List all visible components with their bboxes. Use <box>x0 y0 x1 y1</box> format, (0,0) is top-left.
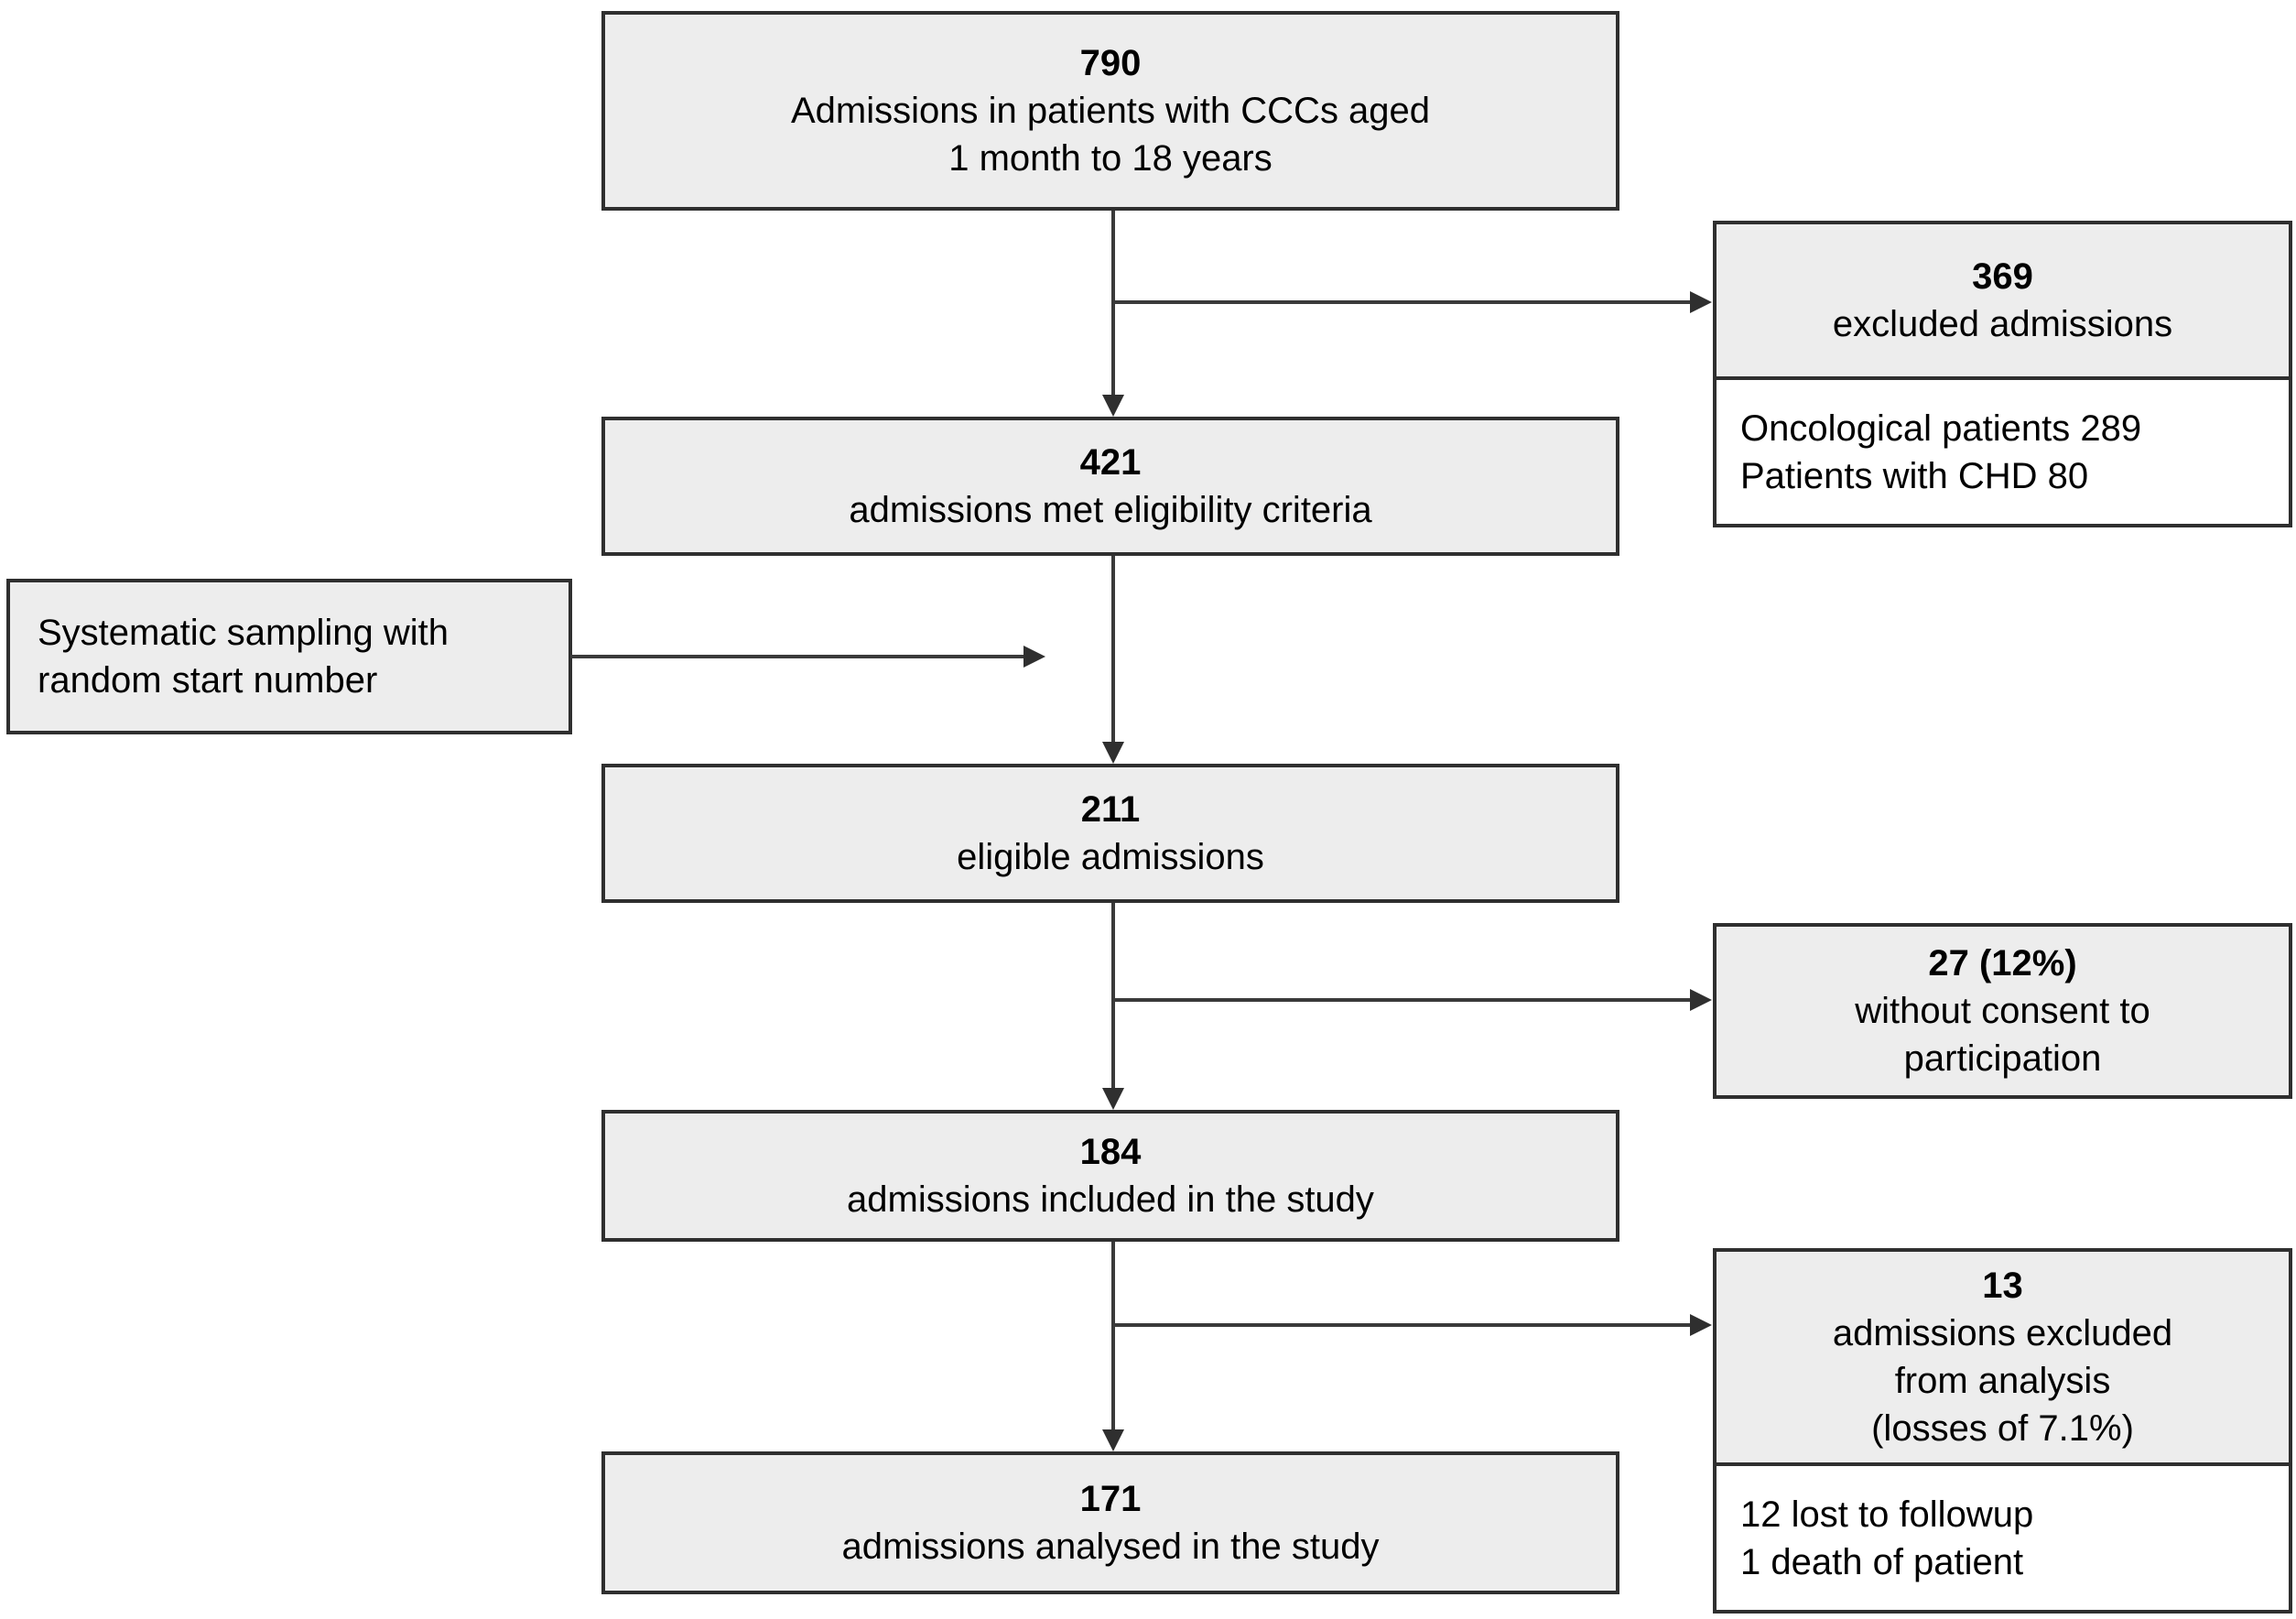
exclusion-box-369-head: 369 excluded admissions <box>1717 224 2289 380</box>
exclusion-box-369-line-1: excluded admissions <box>1832 304 2173 344</box>
exclusion-box-13-head: 13 admissions excluded from analysis (lo… <box>1717 1252 2289 1466</box>
note-box-line-1: Systematic sampling with <box>38 613 449 653</box>
exclusion-box-27-number: 27 (12%) <box>1928 943 2077 983</box>
note-box-systematic-sampling: Systematic sampling with random start nu… <box>6 579 572 734</box>
exclusion-box-27: 27 (12%) without consent to participatio… <box>1713 923 2292 1099</box>
exclusion-box-13: 13 admissions excluded from analysis (lo… <box>1713 1248 2292 1614</box>
connector-211-to-184-line <box>1111 903 1115 1089</box>
connector-184-to-171-line <box>1111 1242 1115 1430</box>
flow-box-790-number: 790 <box>1079 43 1142 83</box>
connector-421-to-211-line <box>1111 556 1115 743</box>
flow-box-171-number: 171 <box>1079 1479 1142 1519</box>
exclusion-box-13-line-3: (losses of 7.1%) <box>1871 1408 2134 1449</box>
flow-box-171-line-1: admissions analysed in the study <box>841 1527 1380 1567</box>
exclusion-box-27-line-1: without consent to <box>1855 991 2150 1031</box>
flow-box-790-admissions: 790 Admissions in patients with CCCs age… <box>601 11 1619 211</box>
exclusion-box-13-detail-1: 12 lost to followup <box>1740 1494 2034 1535</box>
flow-box-421-number: 421 <box>1079 442 1142 483</box>
flow-box-421-line-1: admissions met eligibility criteria <box>849 490 1372 530</box>
connector-branch-13-arrowhead <box>1690 1314 1712 1336</box>
flow-box-421-eligibility: 421 admissions met eligibility criteria <box>601 417 1619 556</box>
connector-790-to-421-arrowhead <box>1102 395 1124 417</box>
connector-211-to-184-arrowhead <box>1102 1088 1124 1110</box>
connector-branch-13-line <box>1113 1323 1692 1327</box>
note-box-line-2: random start number <box>38 660 378 701</box>
connector-184-to-171-arrowhead <box>1102 1429 1124 1451</box>
connector-sampling-arrowhead <box>1023 646 1045 668</box>
flow-box-211-eligible: 211 eligible admissions <box>601 764 1619 903</box>
connector-branch-27-arrowhead <box>1690 989 1712 1011</box>
exclusion-box-13-details: 12 lost to followup 1 death of patient <box>1717 1466 2289 1610</box>
flow-box-184-line-1: admissions included in the study <box>847 1179 1374 1220</box>
flow-box-184-included: 184 admissions included in the study <box>601 1110 1619 1242</box>
connector-421-to-211-arrowhead <box>1102 742 1124 764</box>
exclusion-box-13-detail-2: 1 death of patient <box>1740 1541 2024 1582</box>
flow-box-790-line-1: Admissions in patients with CCCs aged <box>790 91 1431 131</box>
exclusion-box-369-detail-2: Patients with CHD 80 <box>1740 455 2089 496</box>
exclusion-box-369-number: 369 <box>1972 256 2033 297</box>
flow-box-171-analysed: 171 admissions analysed in the study <box>601 1451 1619 1594</box>
exclusion-box-369-details: Oncological patients 289 Patients with C… <box>1717 380 2289 524</box>
exclusion-box-27-line-2: participation <box>1903 1038 2102 1079</box>
exclusion-box-13-line-1: admissions excluded <box>1832 1313 2173 1353</box>
exclusion-box-13-number: 13 <box>1982 1266 2023 1306</box>
flow-box-184-number: 184 <box>1079 1132 1142 1172</box>
flow-box-790-line-2: 1 month to 18 years <box>948 138 1273 179</box>
flow-box-211-line-1: eligible admissions <box>957 837 1264 877</box>
exclusion-box-369: 369 excluded admissions Oncological pati… <box>1713 221 2292 527</box>
flow-box-211-number: 211 <box>1080 789 1141 830</box>
exclusion-box-13-line-2: from analysis <box>1894 1361 2111 1401</box>
connector-branch-27-line <box>1113 998 1692 1002</box>
exclusion-box-369-detail-1: Oncological patients 289 <box>1740 407 2142 449</box>
connector-branch-369-line <box>1113 300 1692 304</box>
connector-sampling-line <box>570 655 1024 658</box>
connector-branch-369-arrowhead <box>1690 291 1712 313</box>
